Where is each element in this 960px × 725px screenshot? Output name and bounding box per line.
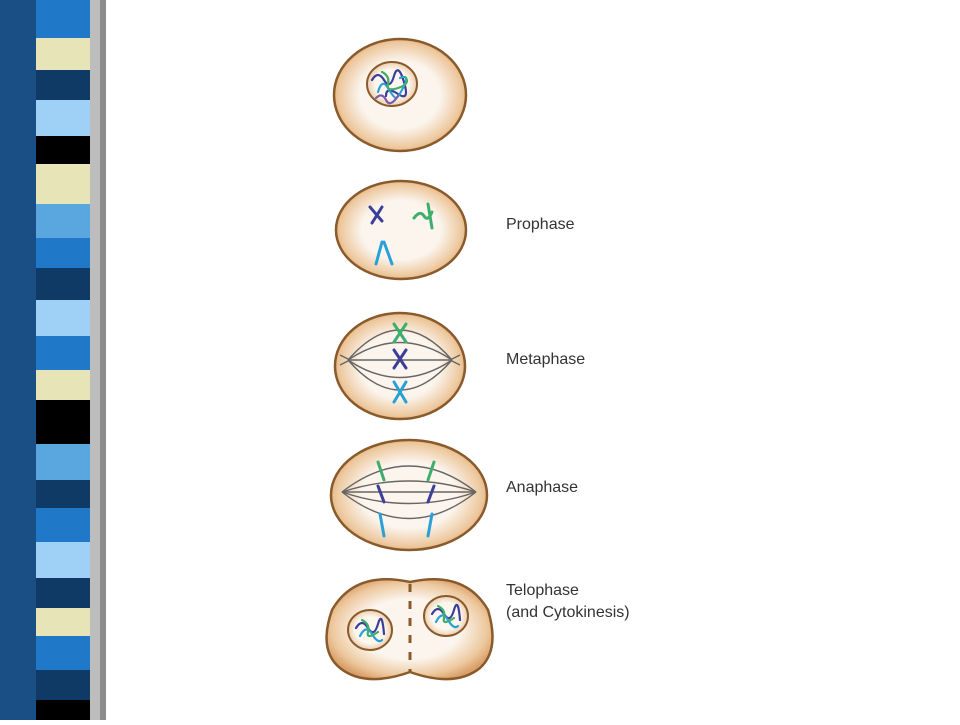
stripe-blocks [36,0,90,725]
anaphase-cell [329,438,489,552]
condensed-chromosome-cyan [374,240,394,266]
prophase-label: Prophase [506,216,575,233]
interphase-cell [332,37,468,153]
anaphase-label: Anaphase [506,479,579,496]
stripe-block [36,238,90,268]
prophase-cell [334,179,468,281]
anaphase-chromosomes [376,460,436,538]
stripe-block [36,268,90,300]
stripe-block [36,0,90,38]
stripe-block [36,70,90,100]
telophase-label: Telophase (and Cytokinesis) [506,582,630,621]
stripe-block [36,700,90,725]
condensed-chromosome-navy [368,205,384,225]
condensed-chromosome-green [412,202,434,230]
stripe-block [36,578,90,608]
stripe-block [36,508,90,542]
daughter-chromatin [354,603,462,643]
stripe-block [36,444,90,480]
stripe-block [36,542,90,578]
metaphase-chromosomes [392,322,408,404]
stripe-block [36,136,90,164]
stripe-block [36,300,90,336]
stripe-block [36,608,90,636]
stripe-block [36,636,90,670]
chromatin-tangle [370,69,409,105]
stripe-block [36,670,90,700]
stripe-block [36,204,90,238]
spindle-fibers [339,329,461,391]
metaphase-label: Metaphase [506,351,586,368]
stripe-block [36,164,90,204]
metaphase-cell [333,311,467,421]
spindle-fibers [341,465,477,520]
stripe-block [36,370,90,400]
stripe-block [36,400,90,444]
stripe-block [36,336,90,370]
stripe-block [36,100,90,136]
telophase-cell [325,578,494,681]
stripe-block [36,38,90,70]
stripe-block [36,480,90,508]
